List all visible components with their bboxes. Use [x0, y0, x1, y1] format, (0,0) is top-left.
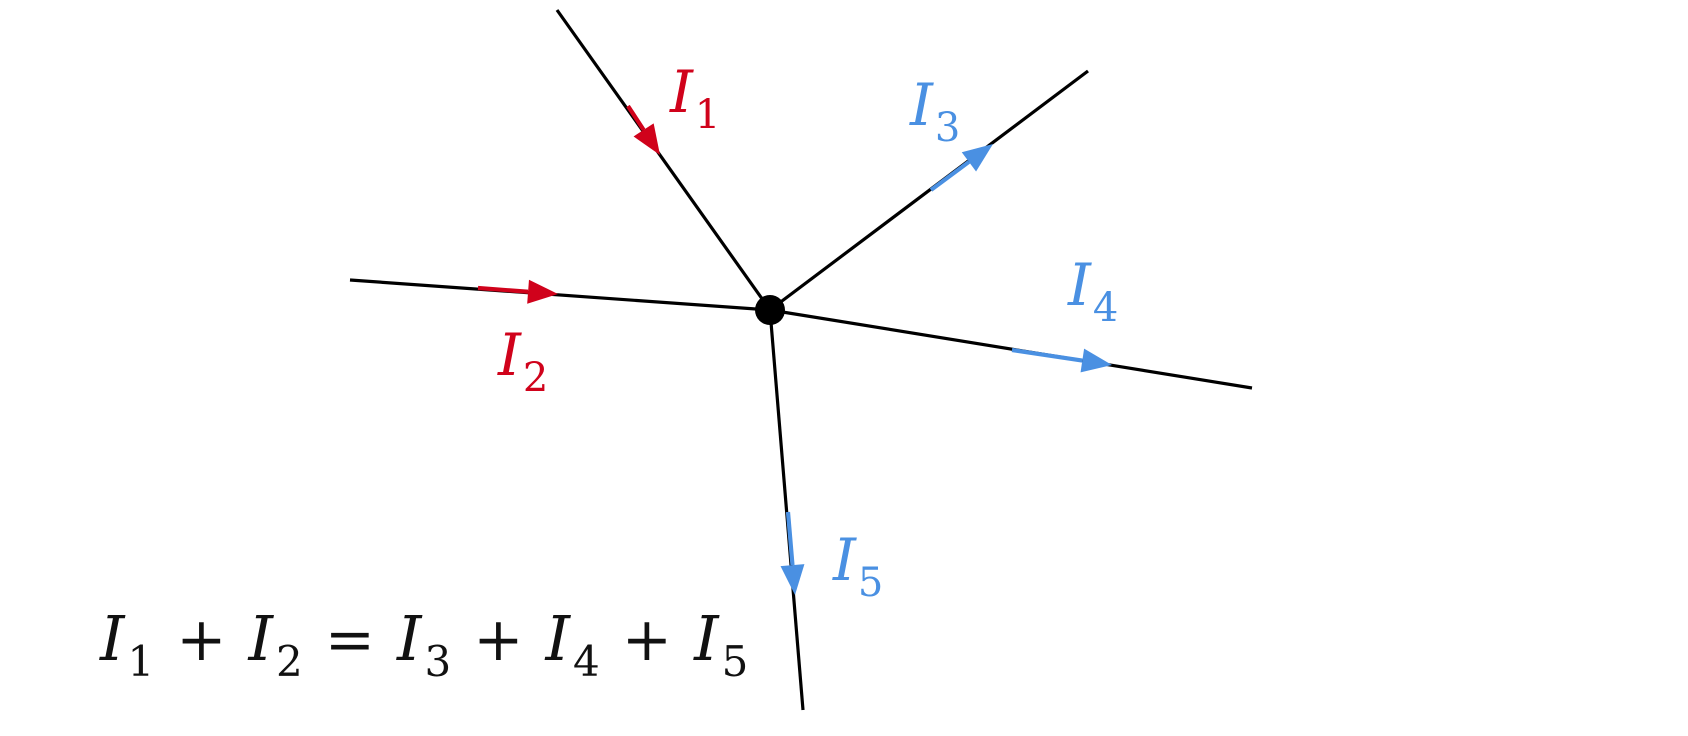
current-label-2: I2 — [497, 321, 548, 401]
current-label-1: I1 — [669, 58, 720, 138]
current-arrow-3 — [929, 144, 993, 192]
equation-text: I1+I2=I3+I4+I5 — [99, 602, 748, 686]
current-label-4: I4 — [1067, 251, 1118, 331]
wire-2 — [349, 278, 771, 312]
current-label-5: I5 — [832, 526, 883, 606]
wire-1 — [555, 9, 772, 311]
wire-5 — [768, 309, 805, 711]
junction-node — [755, 295, 785, 325]
current-arrow-5 — [780, 511, 805, 595]
wire-4 — [769, 308, 1253, 390]
current-arrows — [477, 104, 1112, 595]
current-arrow-1 — [626, 104, 660, 155]
wire-3 — [769, 69, 1089, 312]
current-arrow-2 — [477, 279, 558, 304]
kirchhoff-equation: I1+I2=I3+I4+I5 — [99, 602, 748, 686]
current-arrow-4 — [1011, 347, 1112, 373]
current-label-3: I3 — [909, 71, 960, 151]
wires — [349, 9, 1253, 711]
